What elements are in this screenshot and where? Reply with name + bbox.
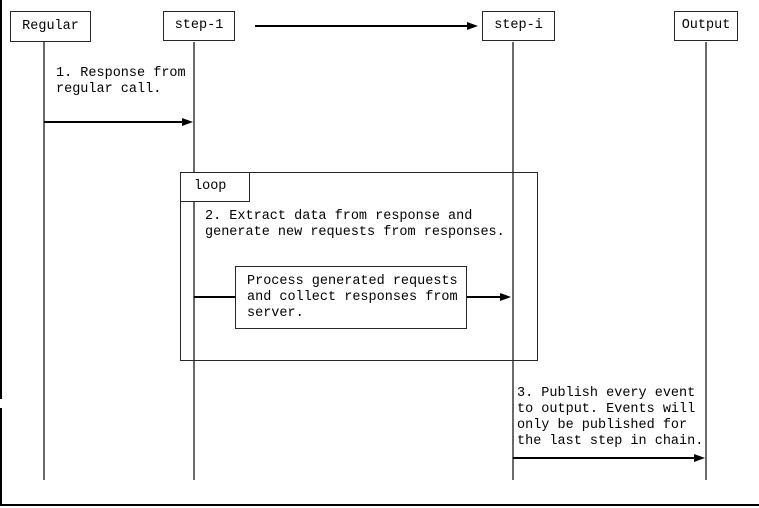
loop-fragment-label-box: loop [180,172,250,202]
lifeline-regular [43,42,45,480]
page-bottom-border [0,504,759,506]
loop-fragment-label: loop [194,179,227,194]
process-connector-line [194,296,235,298]
participant-output-label: Output [681,18,731,33]
participant-regular: Regular [10,11,91,42]
message-1-text: 1. Response from regular call. [56,66,186,97]
message-1-arrow-head-icon [182,117,193,126]
message-1-arrow-line [44,121,183,123]
message-2-text: 2. Extract data from response and genera… [205,209,505,240]
message-3-arrow-head-icon [694,453,705,462]
participant-step-i-label: step-i [494,18,543,33]
message-2-arrow-line [467,296,501,298]
page-left-border [0,0,2,506]
lifeline-output [705,42,707,480]
lifeline-step-1 [193,42,195,480]
participant-step-1: step-1 [163,11,235,41]
loop-fragment-frame [180,172,538,361]
participant-step-1-label: step-1 [174,18,224,33]
header-arrow-head-icon [467,21,478,30]
message-3-arrow-line [513,457,695,459]
message-2-arrow-head-icon [500,292,511,301]
participant-step-i: step-i [482,11,555,41]
lifeline-step-i [512,42,514,480]
message-3-text: 3. Publish every event to output. Events… [517,386,704,449]
page-left-border-notch [0,399,4,408]
process-box: Process generated requests and collect r… [235,266,467,329]
participant-regular-label: Regular [22,18,79,34]
header-arrow-line [255,25,468,27]
participant-output: Output [674,11,738,41]
